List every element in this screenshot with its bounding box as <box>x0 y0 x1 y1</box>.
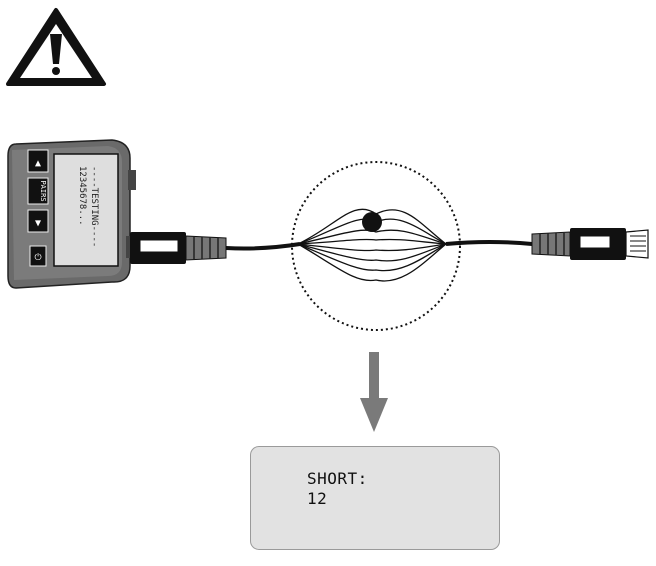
exclamation-mark <box>50 34 62 64</box>
cable-tester-device: ▲ PAIRS ▼ ⏻ ----TESTING---- 12345678... <box>7 139 136 289</box>
down-key-glyph: ▼ <box>35 218 41 229</box>
mode-key[interactable] <box>27 177 49 205</box>
down-key[interactable] <box>27 209 49 233</box>
warning-triangle-icon <box>6 8 106 86</box>
right-rj45-plug <box>531 228 649 260</box>
power-key[interactable] <box>29 245 47 267</box>
result-title: SHORT: <box>307 469 368 488</box>
rj45-connector-tip <box>625 229 649 259</box>
left-rj45-plug <box>130 232 227 264</box>
device-screen-line-2: 12345678... <box>77 166 87 226</box>
mode-key-label: PAIRS <box>39 180 47 201</box>
device-screen <box>53 153 119 267</box>
device-screen-line-1: ----TESTING---- <box>89 166 99 247</box>
up-key[interactable] <box>27 149 49 173</box>
cable-left <box>225 242 301 251</box>
result-value: 12 <box>307 489 328 508</box>
result-display: SHORT: 12 <box>250 446 500 550</box>
magnifier-circle <box>291 161 461 331</box>
cable-right <box>445 240 533 246</box>
power-key-glyph: ⏻ <box>34 252 41 263</box>
arrow-down-icon <box>360 352 388 432</box>
up-key-glyph: ▲ <box>35 158 41 169</box>
short-circuit-point <box>362 212 382 232</box>
magnified-cable-section <box>291 161 461 331</box>
